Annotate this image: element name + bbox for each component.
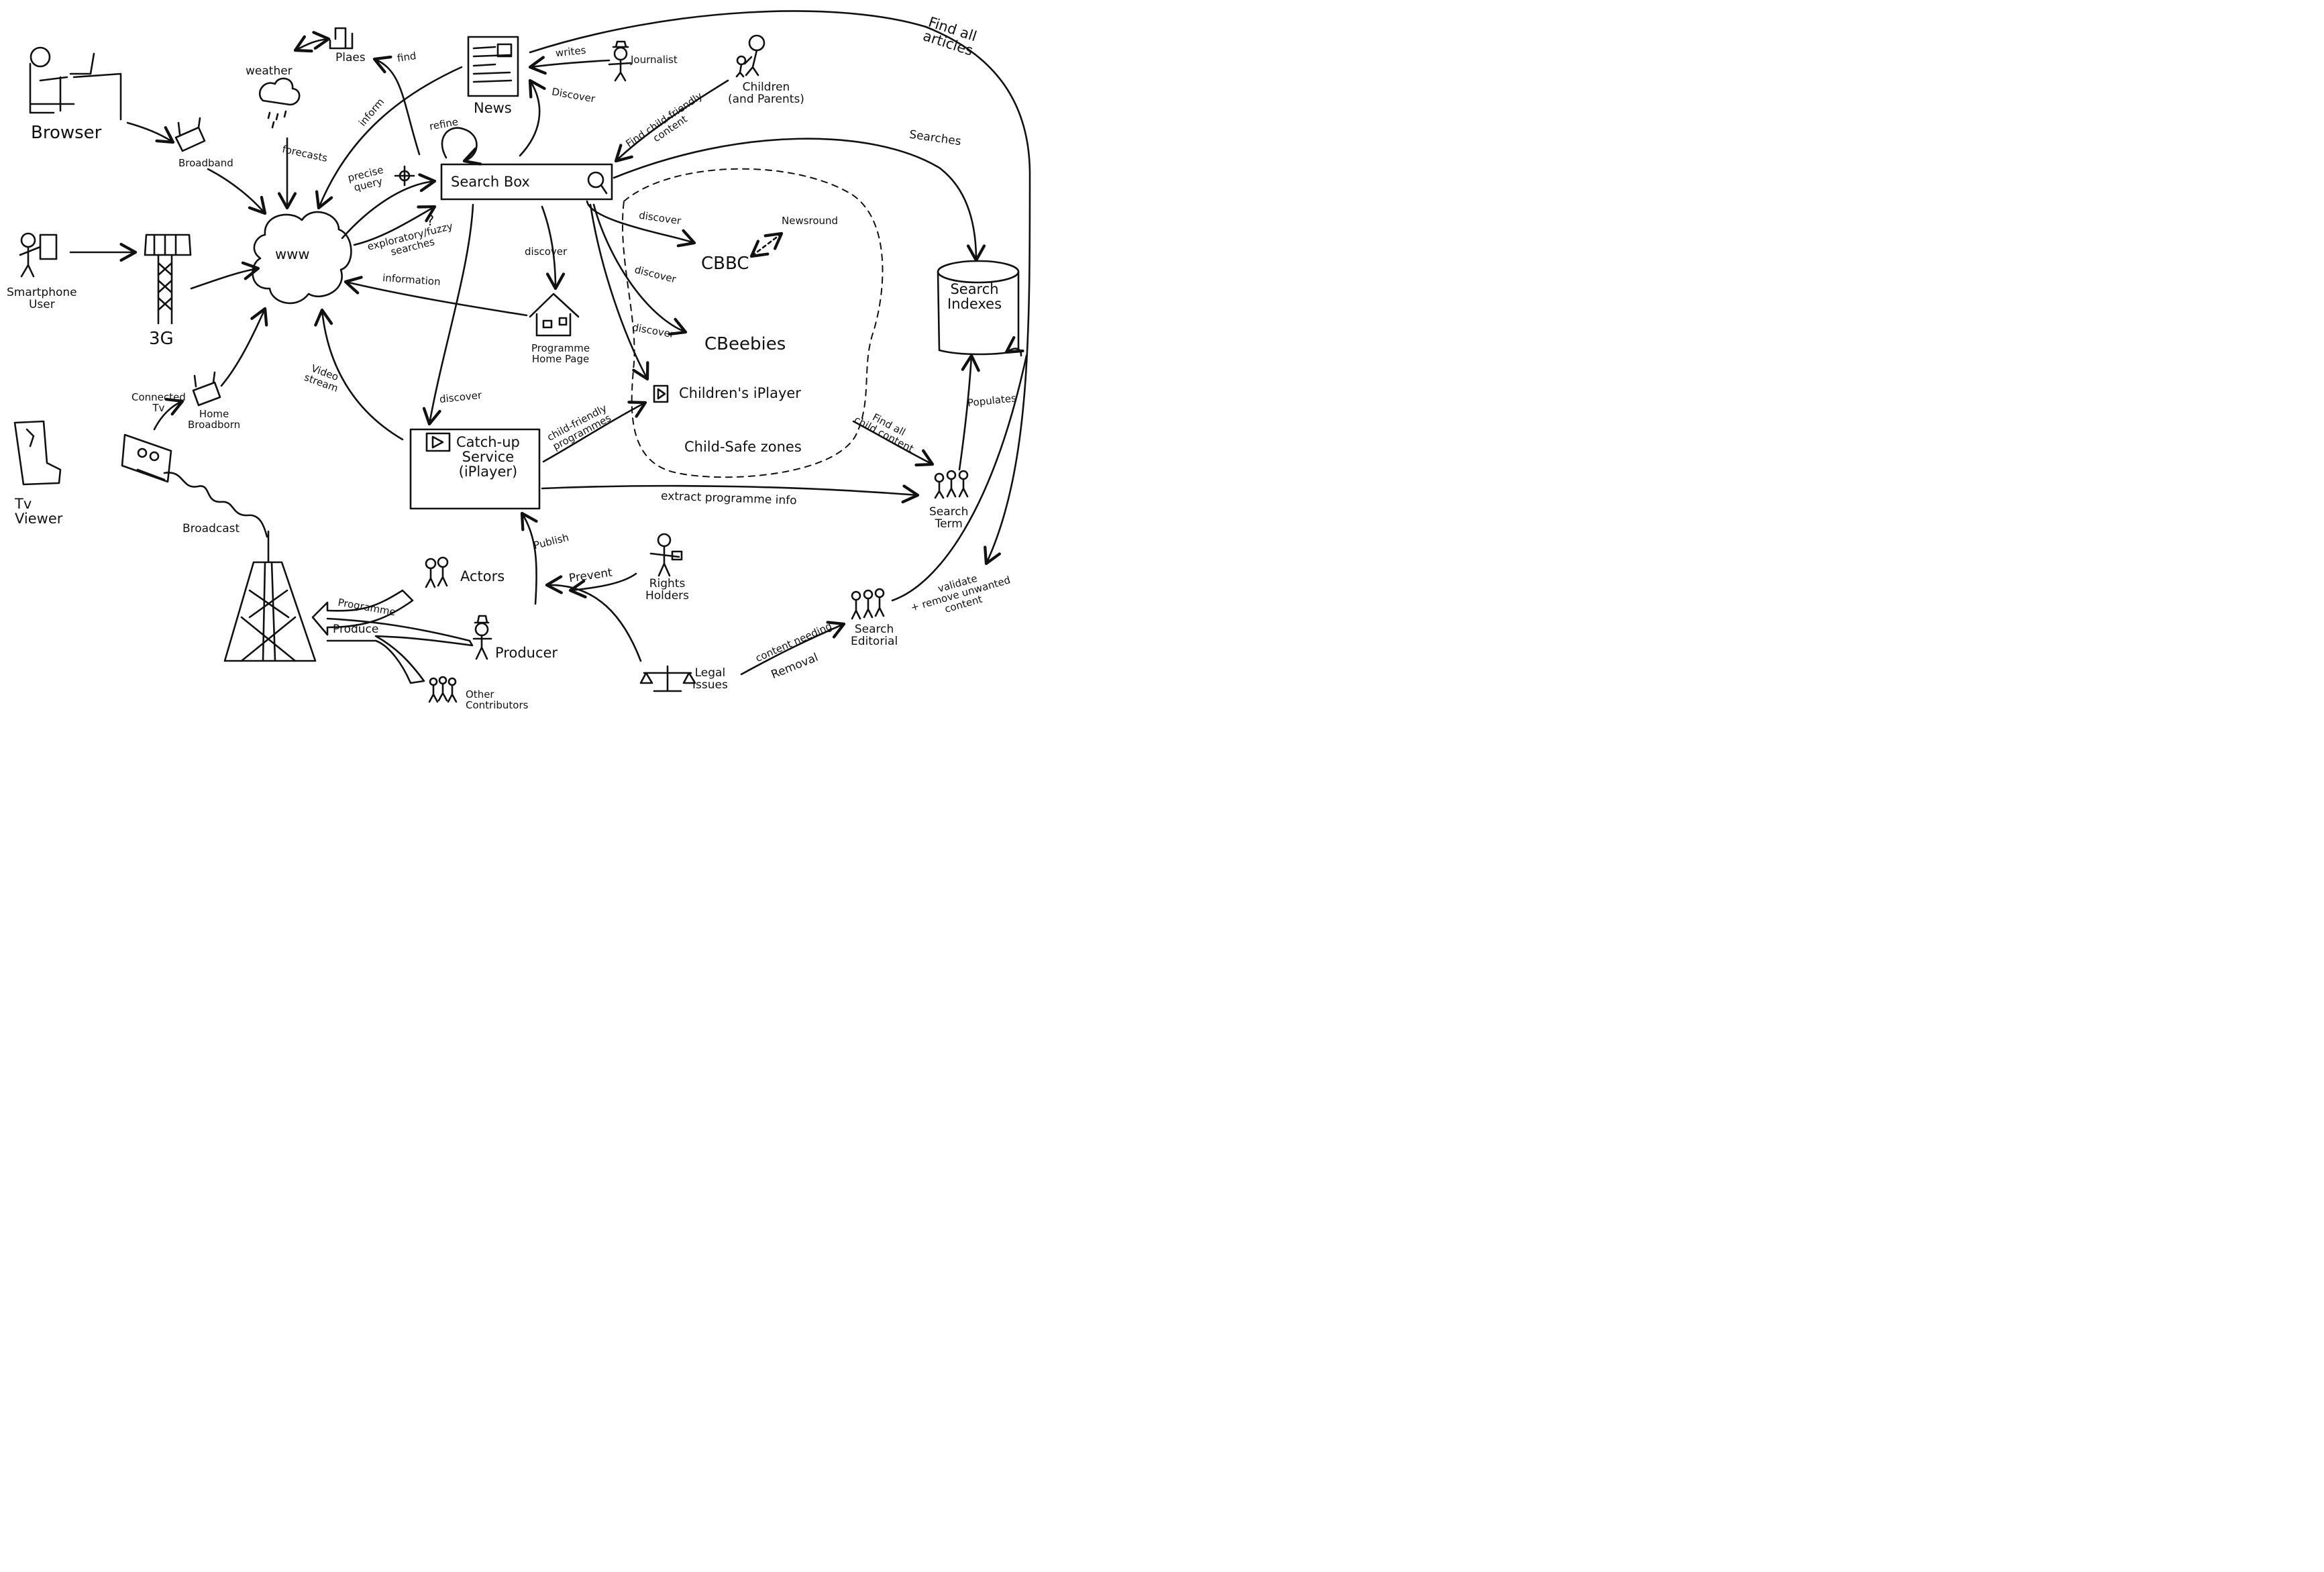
programme-home-page-label: Programme Home Page [531,342,590,365]
computer-user-icon [29,46,122,121]
discover-home-edge-label: discover [525,246,568,258]
producer-label: Producer [495,645,558,661]
weather-label: weather [246,64,293,78]
journalist-label: Journalist [631,54,678,66]
catchup-service-label: Catch-up Service (iPlayer) [456,434,520,480]
production-flow-arrows [311,589,474,684]
newspaper-icon [467,36,519,97]
cbeebies-label: CBeebies [704,334,786,354]
home-router-icon [192,371,221,407]
actors-icon [425,556,449,588]
house-icon [529,293,580,337]
transmitter-tower-icon [223,530,317,662]
service-map-diagram: Browser Broadband Smartphone User 3G Con… [0,0,1052,713]
search-indexes-label: Search Indexes [947,281,1002,313]
children-parent-icon [735,34,765,78]
search-box-frame [440,163,613,201]
journalist-icon [608,40,632,82]
connected-tv-label: Connected Tv [131,391,186,414]
magnifier-icon [587,171,608,195]
refine-loop [441,127,482,166]
iplayer-play-icon [653,384,669,403]
editorial-team-icon [851,588,885,620]
children-parents-label: Children (and Parents) [728,81,804,106]
search-term-label: Search Term [929,505,969,531]
smartphone-user-icon [19,232,58,278]
places-label: Plaes [335,51,366,64]
www-label: www [275,246,310,262]
query-mark: ? [427,213,435,229]
smartphone-user-label: Smartphone User [7,286,77,311]
buildings-icon [329,27,354,50]
search-box-label: Search Box [451,174,530,190]
actors-label: Actors [460,568,505,584]
broadcast-wave [163,472,268,538]
child-safe-zones-label: Child-Safe zones [684,439,802,455]
rights-holders-label: Rights Holders [645,577,690,602]
search-term-people-icon [934,470,969,499]
router-icon [174,117,206,152]
rain-cloud-icon [258,77,301,129]
search-editorial-label: Search Editorial [851,623,898,648]
childrens-iplayer-label: Children's iPlayer [679,385,801,401]
cbbc-label: CBBC [701,254,749,274]
broadcast-label: Broadcast [182,522,240,535]
browser-label: Browser [31,123,102,143]
home-broadband-label: Home Broadborn [188,408,241,431]
other-contributors-label: Other Contributors [466,688,529,711]
catchup-service-frame [409,428,541,510]
3g-label: 3G [149,329,174,349]
news-label: News [474,100,512,116]
contributors-icon [428,676,458,703]
legal-issues-label: Legal Issues [692,666,728,692]
broadband-label: Broadband [178,157,233,169]
armchair-viewer-icon [13,420,62,486]
legal-scales-icon [639,665,696,692]
rights-holder-icon [649,533,683,577]
producer-icon [472,615,492,660]
diagram-connectors [13,10,1031,703]
catchup-play-icon [425,432,451,452]
crosshair-icon [394,165,415,187]
produce-arrow-label: Produce [333,623,379,636]
newsround-label: Newsround [782,215,839,227]
connected-tv-icon [121,433,172,483]
tv-viewer-label: Tv Viewer [15,496,63,527]
cell-tower-icon [144,233,192,325]
